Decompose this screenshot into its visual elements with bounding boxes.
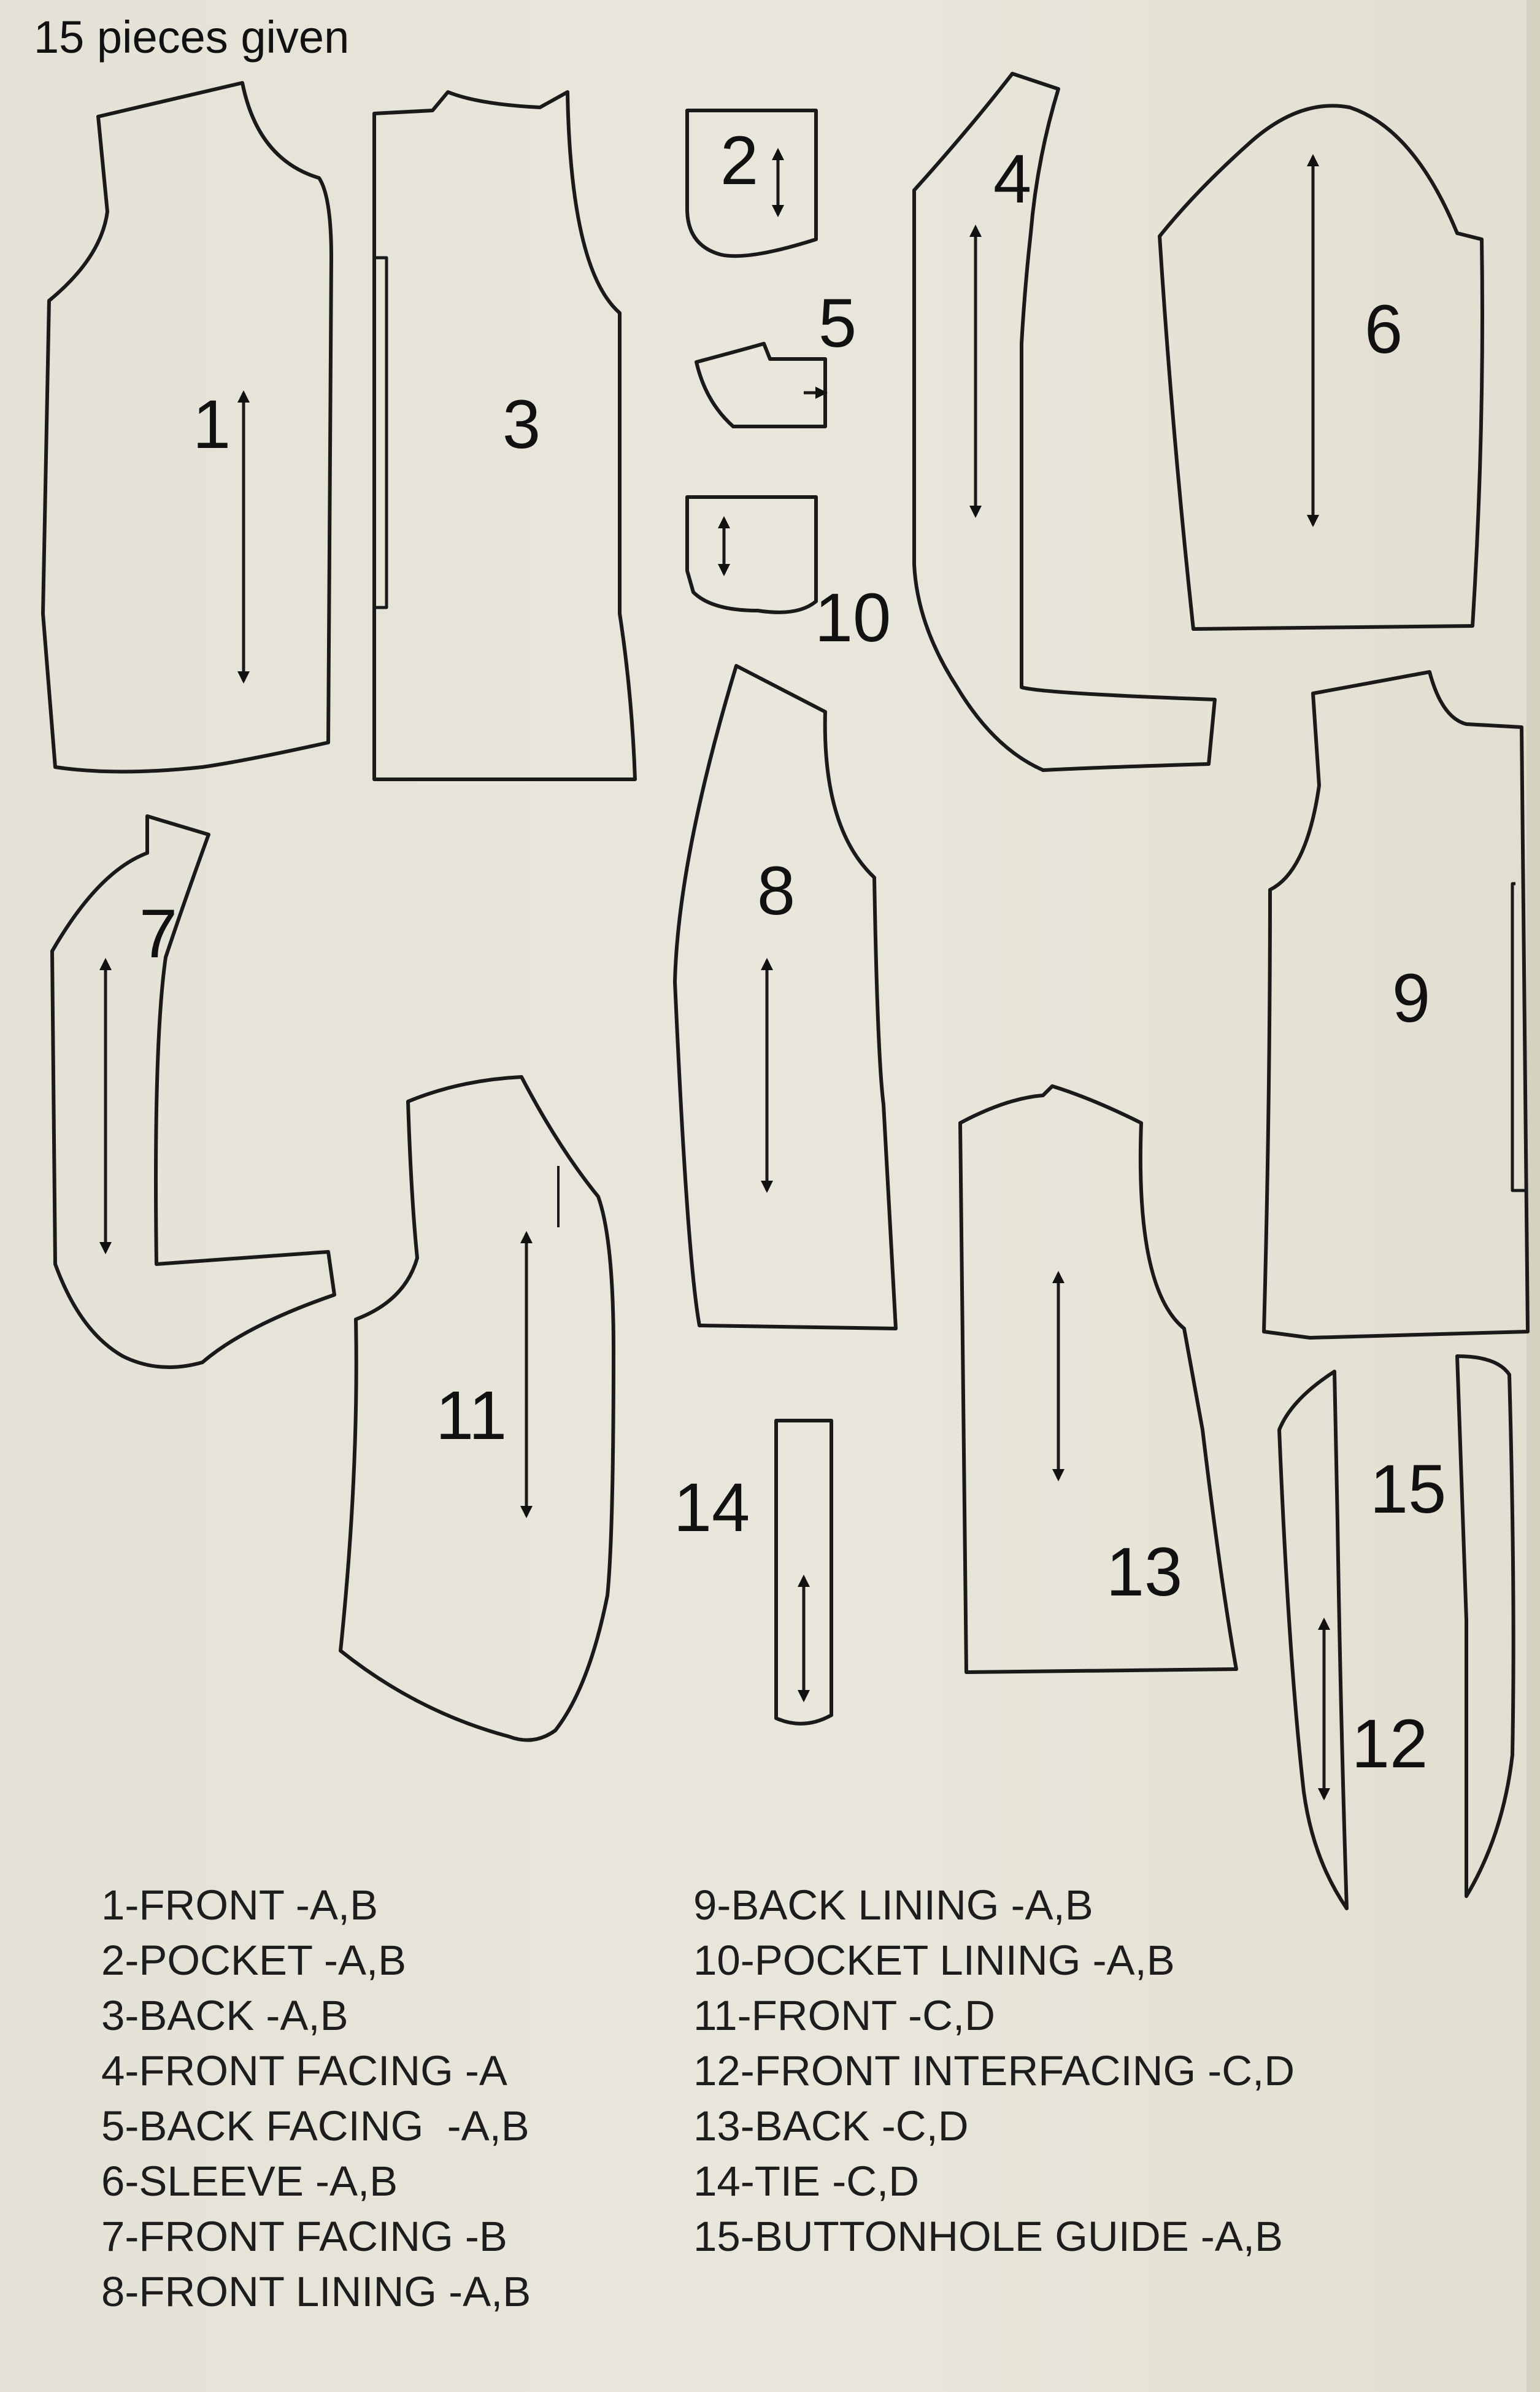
piece-4-outline (912, 72, 1217, 772)
piece-label-10: 10 (815, 579, 891, 656)
piece-15-outline (1455, 1354, 1515, 1898)
piece-10-outline (685, 495, 818, 614)
piece-label-1: 1 (193, 386, 231, 463)
piece-label-8: 8 (757, 852, 795, 929)
legend-item: 4-FRONT FACING -A (101, 2047, 507, 2094)
piece-3-outline (372, 90, 637, 781)
piece-9-foldline (1511, 882, 1528, 1192)
piece-11-outline (339, 1075, 615, 1742)
legend-item: 3-BACK -A,B (101, 1992, 348, 2039)
legend-item: 8-FRONT LINING -A,B (101, 2268, 531, 2315)
piece-legend-left: 1-FRONT -A,B 2-POCKET -A,B 3-BACK -A,B 4… (101, 1878, 531, 2320)
piece-3-foldline (374, 256, 388, 609)
legend-item: 6-SLEEVE -A,B (101, 2158, 398, 2205)
piece-label-12: 12 (1352, 1705, 1428, 1782)
piece-label-4: 4 (993, 141, 1031, 217)
piece-12-outline (1277, 1370, 1349, 1910)
legend-item: 1-FRONT -A,B (101, 1881, 379, 1929)
piece-14-outline (774, 1419, 833, 1726)
piece-label-2: 2 (720, 122, 758, 199)
piece-legend-right: 9-BACK LINING -A,B 10-POCKET LINING -A,B… (693, 1878, 1295, 2264)
piece-13-outline (958, 1084, 1238, 1674)
piece-7-outline (50, 814, 336, 1369)
page-spine-shadow (1527, 0, 1540, 2392)
legend-item: 2-POCKET -A,B (101, 1937, 407, 1984)
piece-6-outline (1158, 104, 1484, 631)
legend-item: 7-FRONT FACING -B (101, 2213, 507, 2260)
piece-label-9: 9 (1392, 960, 1430, 1036)
piece-label-6: 6 (1365, 291, 1403, 368)
piece-2-outline (685, 109, 818, 258)
piece-5-outline (695, 342, 827, 428)
legend-item: 15-BUTTONHOLE GUIDE -A,B (693, 2213, 1284, 2260)
piece-9-outline (1262, 670, 1530, 1340)
legend-item: 5-BACK FACING -A,B (101, 2102, 529, 2150)
legend-item: 14-TIE -C,D (693, 2158, 920, 2205)
legend-item: 11-FRONT -C,D (693, 1992, 995, 2039)
pieces-count-heading: 15 pieces given (34, 12, 350, 63)
piece-label-3: 3 (502, 386, 541, 463)
piece-8-outline (673, 664, 898, 1330)
piece-label-5: 5 (818, 285, 857, 361)
piece-label-7: 7 (139, 895, 177, 972)
piece-label-14: 14 (674, 1469, 750, 1546)
legend-item: 10-POCKET LINING -A,B (693, 1937, 1175, 1984)
piece-label-11: 11 (436, 1377, 507, 1454)
legend-item: 13-BACK -C,D (693, 2102, 969, 2150)
legend-item: 9-BACK LINING -A,B (693, 1881, 1093, 1929)
legend-item: 12-FRONT INTERFACING -C,D (693, 2047, 1295, 2094)
piece-label-13: 13 (1106, 1534, 1183, 1610)
piece-1-outline (41, 81, 333, 774)
piece-label-15: 15 (1370, 1451, 1447, 1527)
